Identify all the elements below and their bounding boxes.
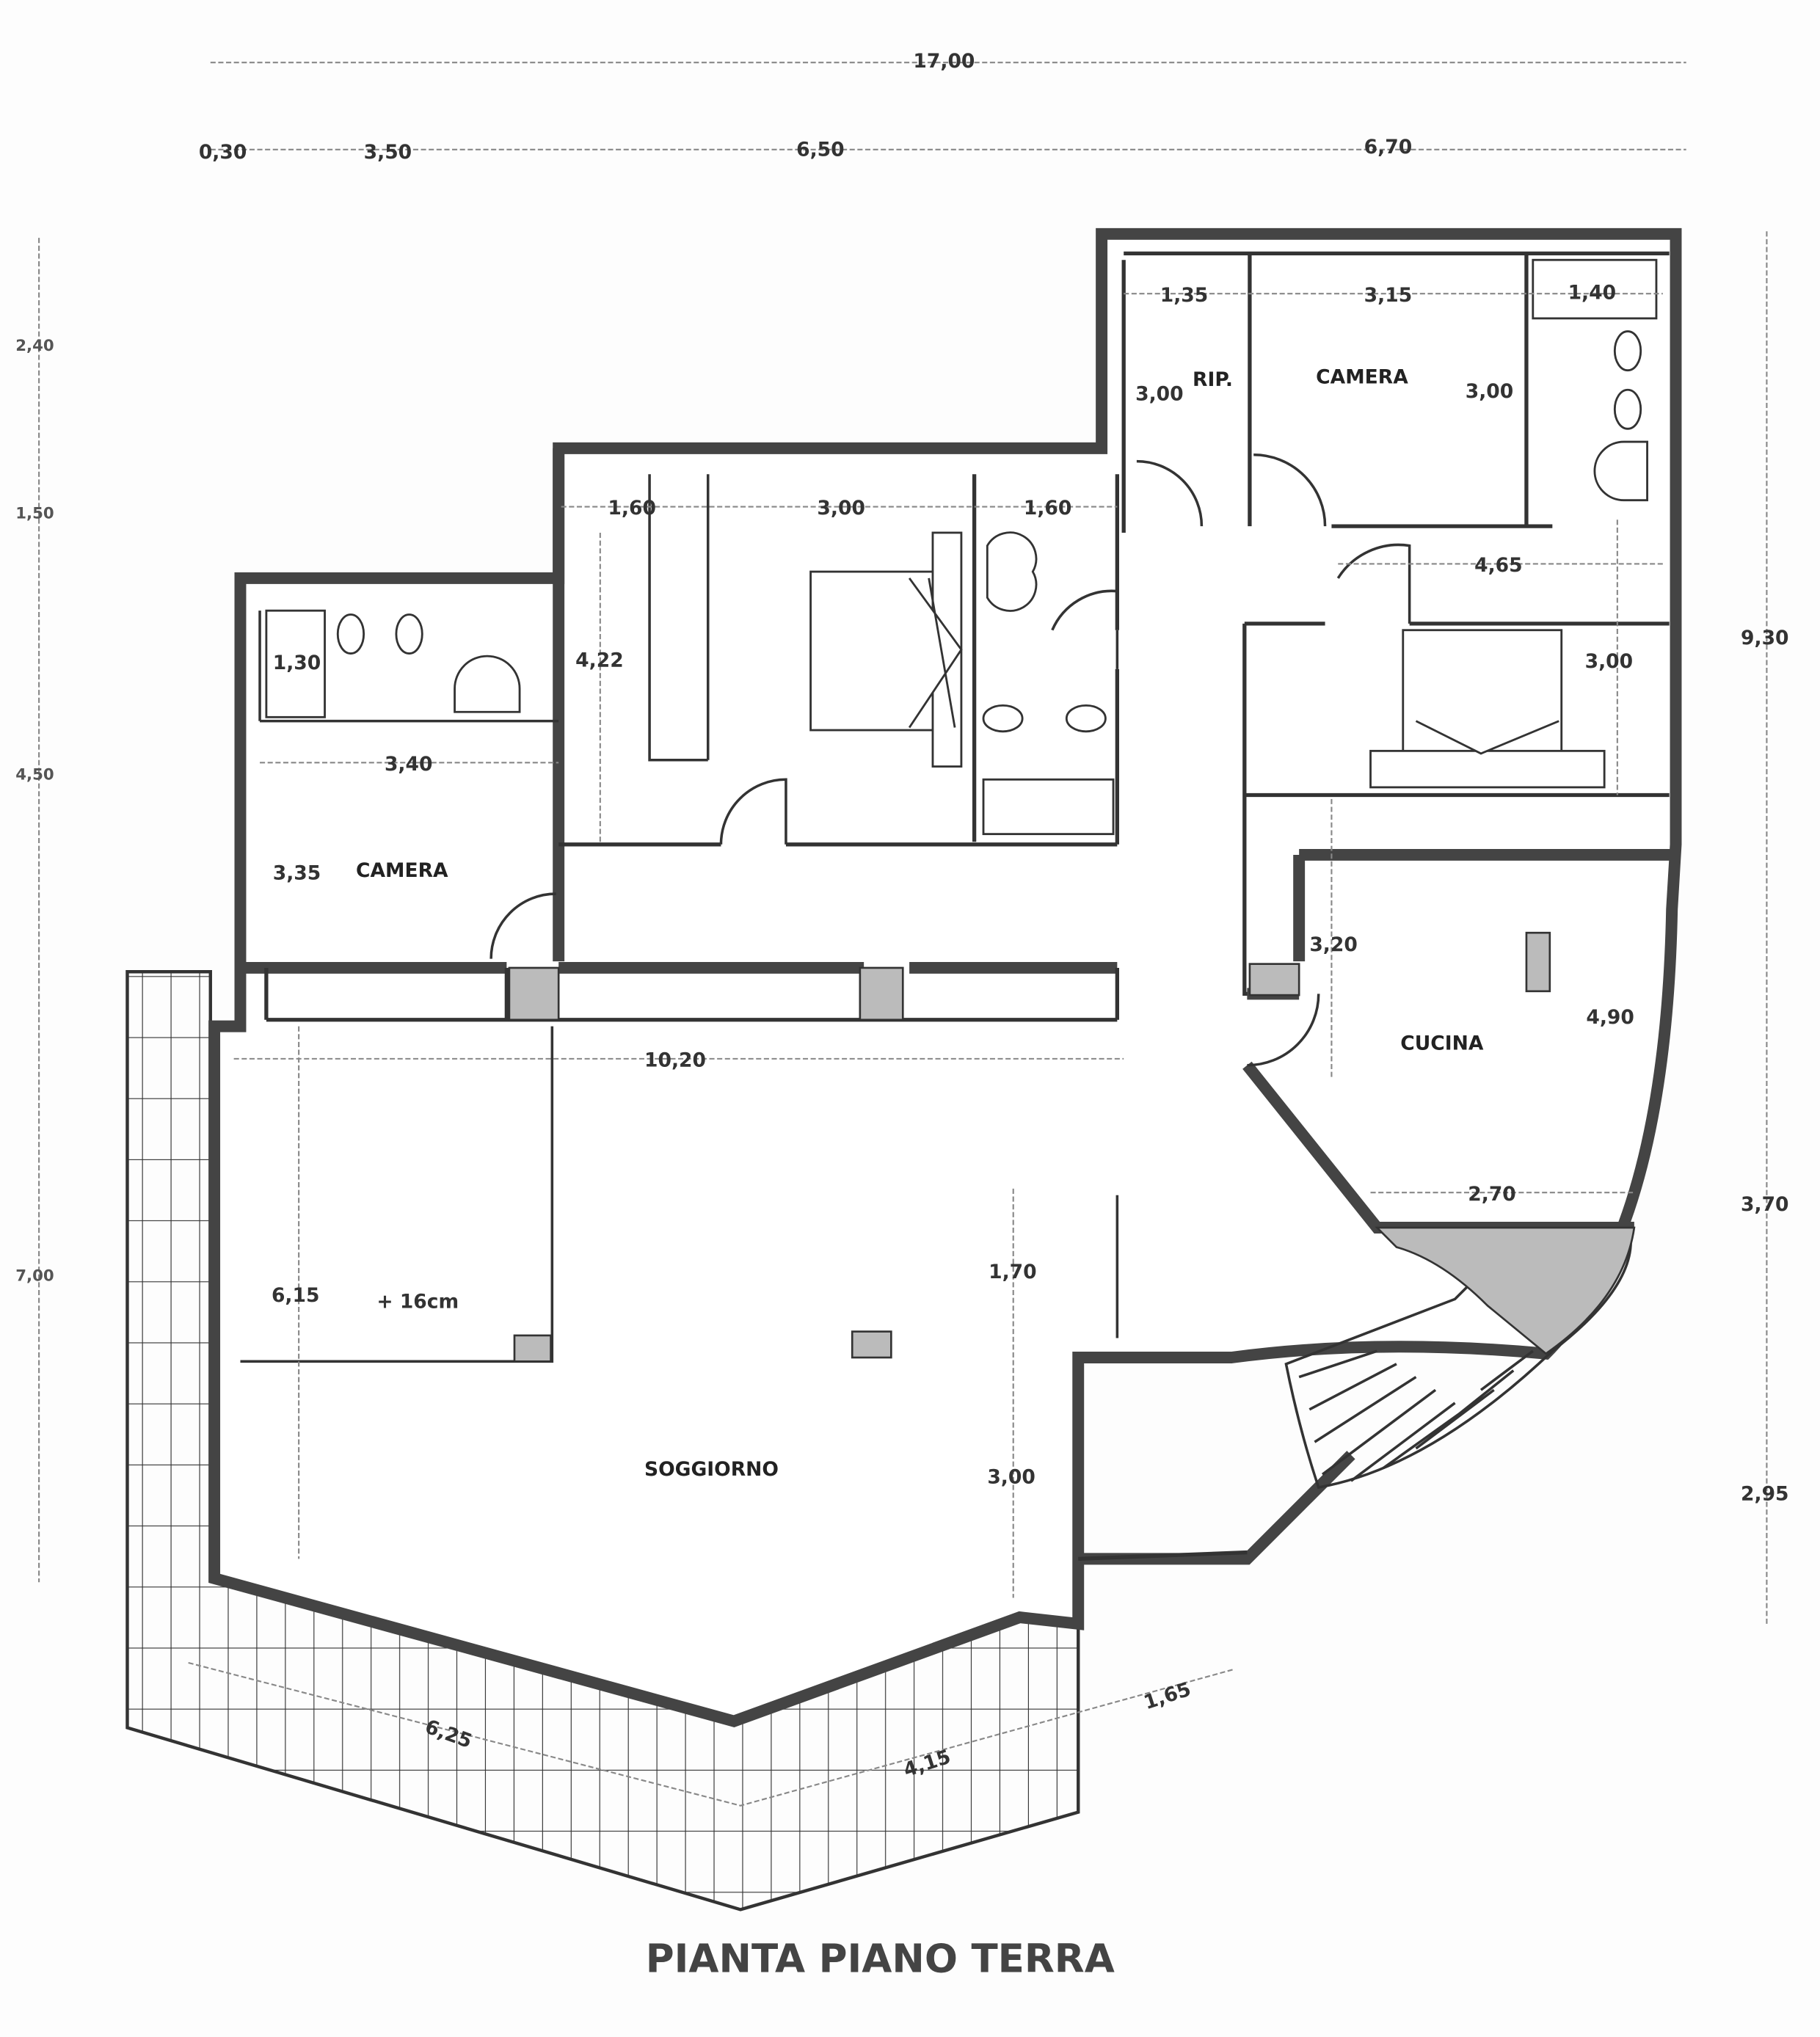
dim-label: 4,90 bbox=[1586, 1006, 1634, 1029]
dim-label: 2,70 bbox=[1468, 1183, 1516, 1206]
dim-label: 3,40 bbox=[385, 753, 433, 776]
plan-title: PIANTA PIANO TERRA bbox=[646, 1936, 1115, 1981]
dim-label: 3,00 bbox=[987, 1466, 1035, 1489]
dim-label: 10,20 bbox=[644, 1049, 706, 1071]
dim-label: 3,15 bbox=[1364, 284, 1413, 307]
interior-walls bbox=[240, 251, 1672, 1490]
dim-right: 9,30 bbox=[1741, 627, 1789, 649]
dim-label: 1,30 bbox=[273, 652, 321, 674]
dim-total-width: 17,00 bbox=[913, 50, 975, 73]
dim-label: 3,00 bbox=[1585, 650, 1634, 673]
dim-top: 6,50 bbox=[796, 139, 845, 161]
dim-left: 2,40 bbox=[15, 337, 54, 355]
room-label-camera: CAMERA bbox=[1316, 365, 1408, 388]
dim-label: 1,65 bbox=[1141, 1678, 1194, 1715]
dim-left: 1,50 bbox=[15, 504, 54, 522]
staircase bbox=[1284, 1233, 1632, 1490]
dim-label: 1,60 bbox=[1024, 497, 1071, 520]
interior-dimensions: 1,35 3,15 1,40 3,00 3,00 1,60 3,00 1,60 … bbox=[272, 281, 1634, 1782]
room-label-soggiorno: SOGGIORNO bbox=[644, 1458, 779, 1481]
dim-top: 3,50 bbox=[364, 141, 412, 164]
dim-label: + 16cm bbox=[376, 1291, 459, 1313]
room-label-cucina: CUCINA bbox=[1400, 1032, 1484, 1054]
dim-label: 4,65 bbox=[1474, 554, 1522, 577]
dimension-lines bbox=[38, 62, 1768, 1807]
doors bbox=[489, 453, 1411, 1067]
dim-right: 2,95 bbox=[1741, 1483, 1789, 1506]
dim-label: 3,35 bbox=[273, 862, 321, 885]
dim-top: 6,70 bbox=[1364, 136, 1413, 158]
dim-left: 4,50 bbox=[15, 765, 54, 784]
dim-label: 6,15 bbox=[272, 1284, 319, 1307]
dim-right: 3,70 bbox=[1741, 1193, 1789, 1216]
dim-label: 3,20 bbox=[1309, 933, 1358, 956]
dim-label: 1,40 bbox=[1568, 281, 1617, 304]
dim-label: 3,00 bbox=[1135, 382, 1183, 405]
exterior-wall bbox=[208, 227, 1682, 1728]
dim-label: 1,35 bbox=[1160, 284, 1209, 307]
room-label-ripostiglio: RIP. bbox=[1193, 368, 1233, 391]
dim-left: 7,00 bbox=[15, 1267, 54, 1286]
dim-label: 4,22 bbox=[575, 649, 624, 671]
dim-label: 1,60 bbox=[608, 497, 656, 520]
room-label-camera: CAMERA bbox=[356, 859, 448, 882]
dim-label: 3,00 bbox=[817, 497, 865, 520]
dim-top: 0,30 bbox=[199, 141, 247, 164]
furniture bbox=[265, 258, 1658, 836]
dim-label: 1,70 bbox=[989, 1261, 1037, 1283]
dim-label: 3,00 bbox=[1466, 380, 1513, 403]
